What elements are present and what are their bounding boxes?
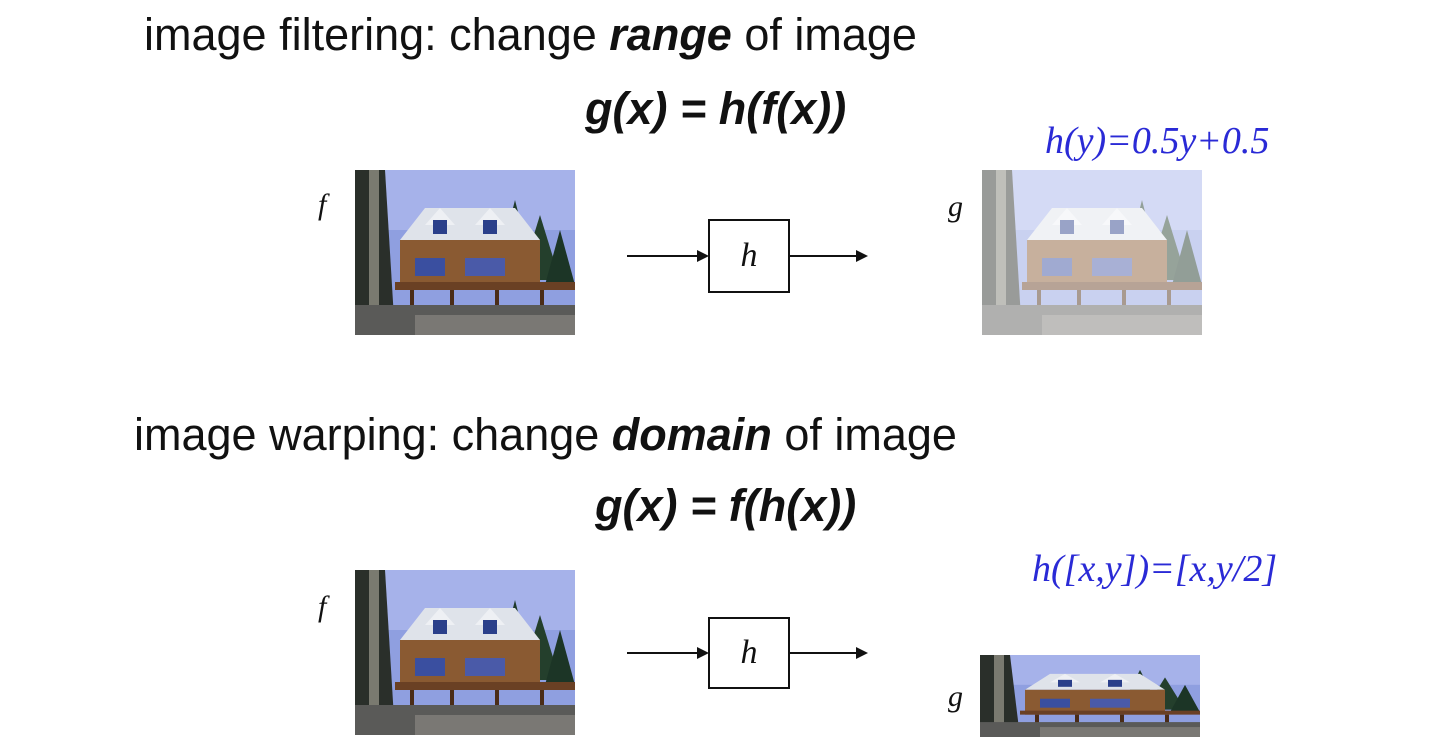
section1-output-image <box>982 170 1202 335</box>
section1-input-image <box>355 170 575 335</box>
section1-formula: g(x) = h(f(x)) <box>585 83 847 134</box>
section2-h-definition: h([x,y])=[x,y/2] <box>1032 548 1278 590</box>
section1-h-definition: h(y)=0.5y+0.5 <box>1045 120 1270 162</box>
section2-input-label: f <box>318 590 327 623</box>
section2-h-box: h <box>708 617 790 689</box>
section2-formula: g(x) = f(h(x)) <box>595 480 857 531</box>
section2-input-arrow <box>627 647 709 659</box>
section2-output-label: g <box>948 680 963 713</box>
section1-heading: image filtering: change range of image <box>144 12 917 57</box>
section1-input-label: f <box>318 188 327 221</box>
section1-h-box: h <box>708 219 790 293</box>
section2-output-image <box>980 655 1200 737</box>
section1-heading-emph: range <box>609 9 732 60</box>
section1-output-label: g <box>948 190 963 223</box>
section1-output-arrow <box>790 250 868 262</box>
section2-output-arrow <box>790 647 868 659</box>
section2-heading-emph: domain <box>611 409 772 460</box>
section2-heading-suffix: of image <box>771 409 957 460</box>
section1-input-arrow <box>627 250 709 262</box>
section1-h-box-label: h <box>740 237 758 274</box>
section1-heading-prefix: image filtering: change <box>144 9 610 60</box>
section2-heading-prefix: image warping: change <box>134 409 612 460</box>
section1-heading-suffix: of image <box>731 9 917 60</box>
section2-h-box-label: h <box>740 634 758 671</box>
section2-input-image <box>355 570 575 735</box>
section2-heading: image warping: change domain of image <box>134 412 957 457</box>
